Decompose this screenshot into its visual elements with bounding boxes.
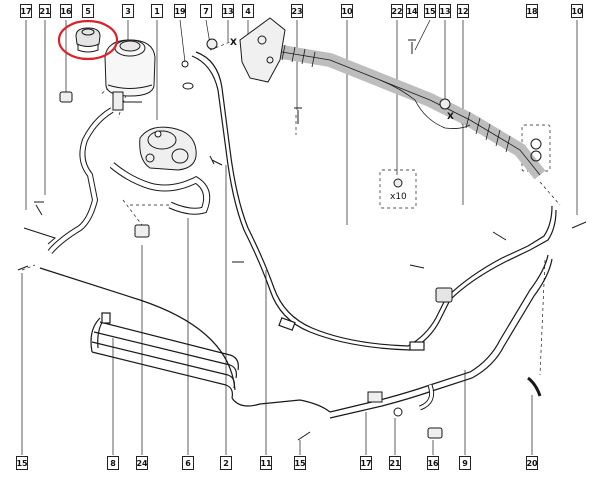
part-label-6: 6	[182, 456, 194, 470]
marker-x-left: X	[230, 38, 237, 48]
part-label-20: 20	[526, 456, 538, 470]
part-label-10-mid: 10	[341, 4, 353, 18]
part-label-19: 19	[174, 4, 186, 18]
leader-lines-bottom	[21, 165, 533, 455]
part-label-2: 2	[220, 456, 232, 470]
part-label-3: 3	[122, 4, 134, 18]
return-hose	[47, 107, 114, 254]
part-label-15-bottom-left: 15	[16, 456, 28, 470]
part-label-11: 11	[260, 456, 272, 470]
part-label-7: 7	[200, 4, 212, 18]
small-fittings	[17, 38, 587, 441]
part-label-16-top: 16	[60, 4, 72, 18]
part-label-15-top: 15	[424, 4, 436, 18]
part-label-17-bottom: 17	[360, 456, 372, 470]
part-label-9: 9	[459, 456, 471, 470]
part-label-21-bottom: 21	[389, 456, 401, 470]
steering-rack	[268, 43, 546, 180]
quantity-note: x10	[390, 192, 407, 202]
leader-lines-top	[25, 19, 578, 225]
part-label-13-left: 13	[222, 4, 234, 18]
part-label-22: 22	[391, 4, 403, 18]
hose-6	[109, 162, 211, 215]
bracket	[239, 17, 286, 83]
highlight-circle	[57, 19, 119, 61]
reservoir	[104, 39, 156, 111]
marker-x-right: X	[447, 112, 454, 122]
part-label-16-bottom: 16	[427, 456, 439, 470]
part-label-23: 23	[291, 4, 303, 18]
reservoir-cap	[75, 27, 101, 53]
part-label-4: 4	[242, 4, 254, 18]
steering-pump	[139, 126, 197, 171]
lower-return-pipe	[329, 254, 553, 419]
part-label-17-top: 17	[20, 4, 32, 18]
part-label-10-right: 10	[571, 4, 583, 18]
part-label-13-right: 13	[439, 4, 451, 18]
part-label-8: 8	[107, 456, 119, 470]
part-label-15-bottom: 15	[294, 456, 306, 470]
part-label-1: 1	[151, 4, 163, 18]
part-label-21-top: 21	[39, 4, 51, 18]
part-label-18: 18	[526, 4, 538, 18]
part-label-12: 12	[457, 4, 469, 18]
part-label-14: 14	[406, 4, 418, 18]
part-label-5: 5	[82, 4, 94, 18]
cooler-coil	[39, 267, 331, 413]
part-label-24: 24	[136, 456, 148, 470]
pressure-pipe	[191, 51, 557, 351]
